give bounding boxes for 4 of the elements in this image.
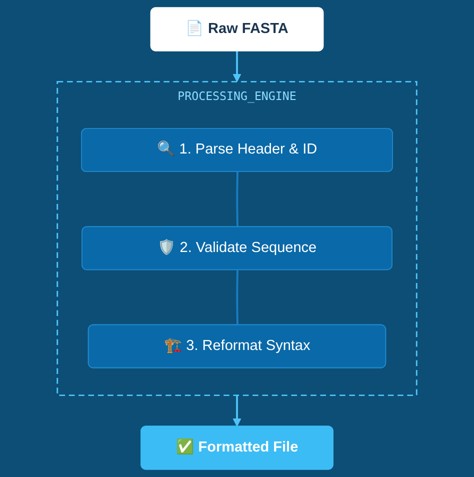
- arrow: [232, 395, 242, 427]
- arrow: [232, 50, 242, 82]
- connector: [236, 172, 238, 228]
- connector: [236, 270, 238, 326]
